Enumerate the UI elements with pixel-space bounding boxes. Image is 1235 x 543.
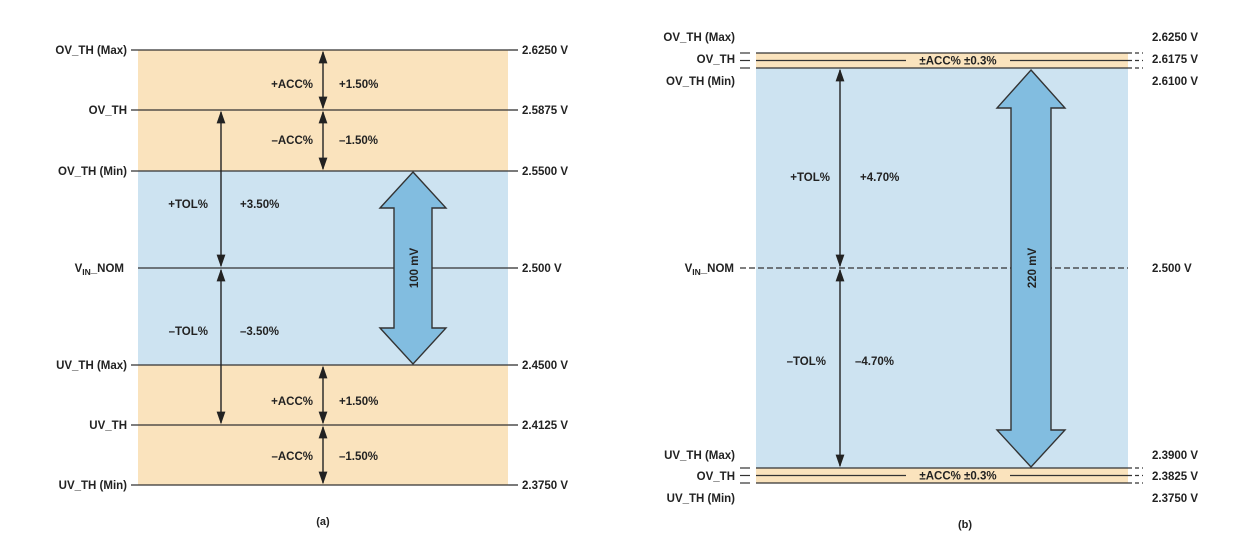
acc-minus-value-1: –1.50% xyxy=(339,135,378,147)
acc-minus-label-2: –ACC% xyxy=(271,451,313,463)
acc-plus-label-1: +ACC% xyxy=(271,79,313,91)
acc-minus-label-1: –ACC% xyxy=(271,135,313,147)
left-dashes xyxy=(740,52,750,484)
voltage-2-4125: 2.4125 V xyxy=(522,420,568,432)
voltage-2-6250: 2.6250 V xyxy=(522,45,568,57)
right-dashes xyxy=(1128,52,1143,484)
label-uv-th-min: UV_TH (Min) xyxy=(59,480,128,492)
tol-plus-value: +4.70% xyxy=(860,172,899,184)
width-arrow-label: 100 mV xyxy=(409,248,421,289)
voltage-2-3750: 2.3750 V xyxy=(522,480,568,492)
label-ov-th-min: OV_TH (Min) xyxy=(666,76,735,88)
panel-b: 220 mV OV_TH (Max) OV_TH OV_TH (Min) VIN… xyxy=(663,32,1198,531)
voltage-2-6175: 2.6175 V xyxy=(1152,54,1198,66)
caption-b: (b) xyxy=(958,519,972,531)
band-labels: ±ACC% ±0.3% ±ACC% ±0.3% +TOL% +4.70% –TO… xyxy=(787,56,997,483)
voltage-2-3750: 2.3750 V xyxy=(1152,493,1198,505)
acc-plus-value-2: +1.50% xyxy=(339,396,378,408)
label-ov-th: OV_TH xyxy=(697,54,735,66)
voltage-2-3825: 2.3825 V xyxy=(1152,471,1198,483)
tol-minus-label: –TOL% xyxy=(787,356,826,368)
acc-top-label: ±ACC% ±0.3% xyxy=(919,56,996,68)
right-voltage-labels: 2.6250 V 2.5875 V 2.5500 V 2.500 V 2.450… xyxy=(522,45,568,492)
width-double-arrow xyxy=(995,68,1067,469)
tol-minus-label: –TOL% xyxy=(169,326,208,338)
voltage-2-4500: 2.4500 V xyxy=(522,360,568,372)
left-labels: OV_TH (Max) OV_TH OV_TH (Min) VIN_NOM UV… xyxy=(663,32,735,505)
voltage-2-6250: 2.6250 V xyxy=(1152,32,1198,44)
label-ov-th: OV_TH xyxy=(89,105,127,117)
label-ov-th-max: OV_TH (Max) xyxy=(663,32,735,44)
voltage-2-500: 2.500 V xyxy=(522,263,562,275)
threshold-lines xyxy=(131,49,508,486)
panel-a: 100 mV OV_TH (Max) OV_TH OV_TH (Min) VIN… xyxy=(55,45,568,528)
label-ov-th-min: OV_TH (Min) xyxy=(58,166,127,178)
right-dashes xyxy=(508,49,518,486)
label-uv-th-min: UV_TH (Min) xyxy=(667,493,736,505)
left-labels: OV_TH (Max) OV_TH OV_TH (Min) VIN_NOM UV… xyxy=(55,45,127,492)
label-uv-th-max: UV_TH (Max) xyxy=(664,450,735,462)
acc-plus-label-2: +ACC% xyxy=(271,396,313,408)
width-arrow-label: 220 mV xyxy=(1027,248,1039,289)
label-ov-th-max: OV_TH (Max) xyxy=(55,45,127,57)
acc-plus-value-1: +1.50% xyxy=(339,79,378,91)
tol-minus-value: –3.50% xyxy=(240,326,279,338)
caption-a: (a) xyxy=(316,516,330,528)
acc-bottom-label: ±ACC% ±0.3% xyxy=(919,471,996,483)
voltage-2-5500: 2.5500 V xyxy=(522,166,568,178)
band-labels: +ACC% +1.50% –ACC% –1.50% +TOL% +3.50% –… xyxy=(168,79,378,463)
label-vin-nom: VIN_NOM xyxy=(75,263,124,277)
voltage-2-5875: 2.5875 V xyxy=(522,105,568,117)
tol-plus-label: +TOL% xyxy=(168,199,208,211)
tol-minus-value: –4.70% xyxy=(855,356,894,368)
tol-plus-label: +TOL% xyxy=(790,172,830,184)
range-arrows xyxy=(216,50,328,485)
width-double-arrow xyxy=(378,170,448,366)
tol-plus-value: +3.50% xyxy=(240,199,279,211)
acc-minus-value-2: –1.50% xyxy=(339,451,378,463)
label-uv-th-max: UV_TH (Max) xyxy=(56,360,127,372)
label-uv-th: UV_TH xyxy=(89,420,127,432)
right-voltage-labels: 2.6250 V 2.6175 V 2.6100 V 2.500 V 2.390… xyxy=(1152,32,1198,505)
voltage-2-6100: 2.6100 V xyxy=(1152,76,1198,88)
upper-accuracy-band xyxy=(756,53,1128,68)
label-ov-th-low: OV_TH xyxy=(697,471,735,483)
voltage-2-500: 2.500 V xyxy=(1152,263,1192,275)
voltage-2-3900: 2.3900 V xyxy=(1152,450,1198,462)
threshold-lines xyxy=(740,52,1128,484)
label-vin-nom: VIN_NOM xyxy=(685,263,734,277)
lower-accuracy-band xyxy=(756,468,1128,483)
